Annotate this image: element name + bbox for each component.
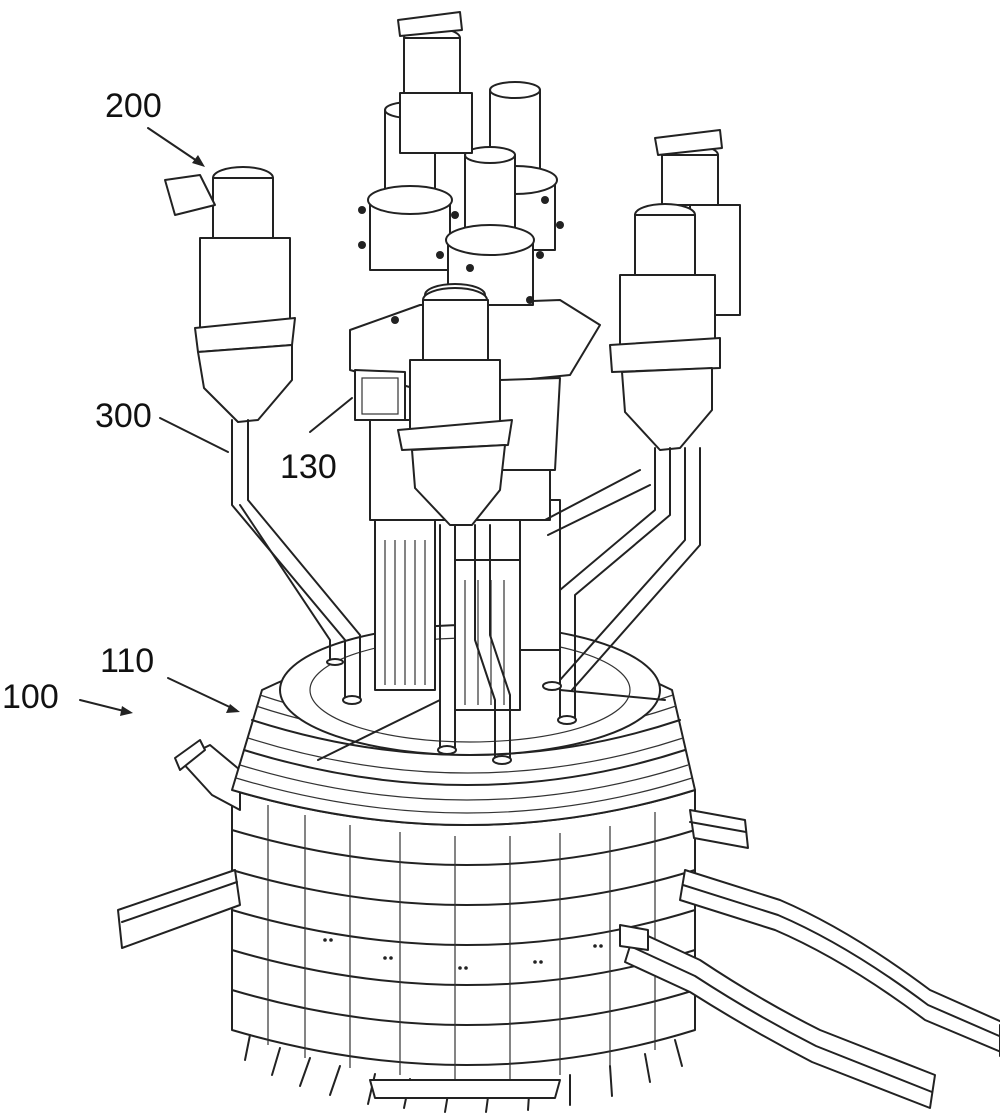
label-300: 300	[95, 397, 152, 435]
feed-hoppers	[164, 11, 741, 765]
label-100: 100	[2, 678, 59, 716]
label-110: 110	[100, 642, 154, 680]
label-200: 200	[105, 87, 162, 125]
leader-lines	[79, 127, 353, 716]
furnace-body	[231, 789, 696, 1113]
label-130: 130	[280, 448, 337, 486]
side-chutes	[117, 739, 1000, 1109]
